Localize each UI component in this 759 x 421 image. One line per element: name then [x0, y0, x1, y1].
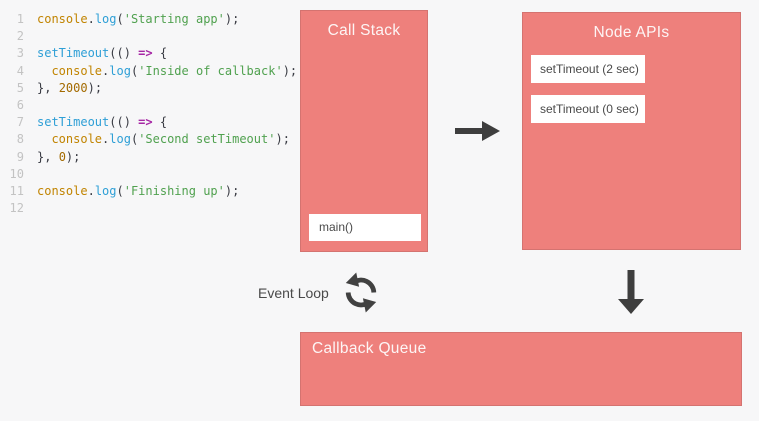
stack-frame-main: main(): [309, 214, 421, 241]
code-line: 3 setTimeout(() => {: [6, 45, 297, 62]
code-text: console.log('Inside of callback');: [51, 63, 298, 78]
line-number: 6: [16, 98, 24, 113]
node-apis-title: Node APIs: [593, 24, 670, 41]
cycle-icon: [345, 272, 377, 313]
right-arrow-icon: [455, 121, 500, 141]
node-apis-box: Node APIs setTimeout (2 sec) setTimeout …: [522, 12, 741, 250]
code-line: 2: [6, 28, 297, 45]
code-line: 12: [6, 200, 297, 217]
event-loop-group: Event Loop: [258, 270, 380, 315]
api-item-settimeout-2sec: setTimeout (2 sec): [531, 55, 645, 83]
line-number: 12: [9, 201, 24, 216]
down-arrow-icon: [618, 270, 644, 314]
code-line: 9 }, 0);: [6, 149, 297, 166]
code-line: 4 console.log('Inside of callback');: [6, 63, 297, 80]
code-text: setTimeout(() => {: [37, 115, 168, 130]
code-text: }, 2000);: [37, 80, 103, 95]
code-text: console.log('Starting app');: [37, 12, 240, 26]
line-number: 7: [16, 115, 24, 130]
code-text: setTimeout(() => {: [37, 46, 168, 61]
code-line: 7 setTimeout(() => {: [6, 114, 297, 131]
code-line: 1 console.log('Starting app');: [6, 11, 297, 28]
line-number: 11: [9, 184, 24, 199]
code-line: 11 console.log('Finishing up');: [6, 183, 297, 200]
code-line: 8 console.log('Second setTimeout');: [6, 131, 297, 148]
call-stack-box: Call Stack main(): [300, 10, 428, 252]
code-line: 6: [6, 97, 297, 114]
code-line: 5 }, 2000);: [6, 80, 297, 97]
event-loop-label: Event Loop: [258, 284, 329, 301]
callback-queue-box: Callback Queue: [300, 332, 742, 406]
line-number: 2: [16, 29, 24, 44]
line-number: 3: [16, 46, 24, 61]
line-number: 5: [16, 80, 24, 95]
line-number: 10: [9, 166, 24, 181]
line-number: 9: [16, 149, 24, 164]
api-item-settimeout-0sec: setTimeout (0 sec): [531, 95, 645, 123]
line-number: 4: [16, 63, 24, 78]
code-text: console.log('Finishing up');: [37, 184, 240, 199]
code-line: 10: [6, 166, 297, 183]
code-text: }, 0);: [37, 149, 81, 164]
call-stack-title: Call Stack: [327, 22, 401, 39]
code-text: console.log('Second setTimeout');: [51, 132, 290, 147]
line-number: 1: [16, 12, 24, 26]
line-number: 8: [16, 132, 24, 147]
code-editor: 1 console.log('Starting app'); 2 3 setTimeou…: [6, 11, 298, 217]
callback-queue-title: Callback Queue: [312, 340, 427, 357]
